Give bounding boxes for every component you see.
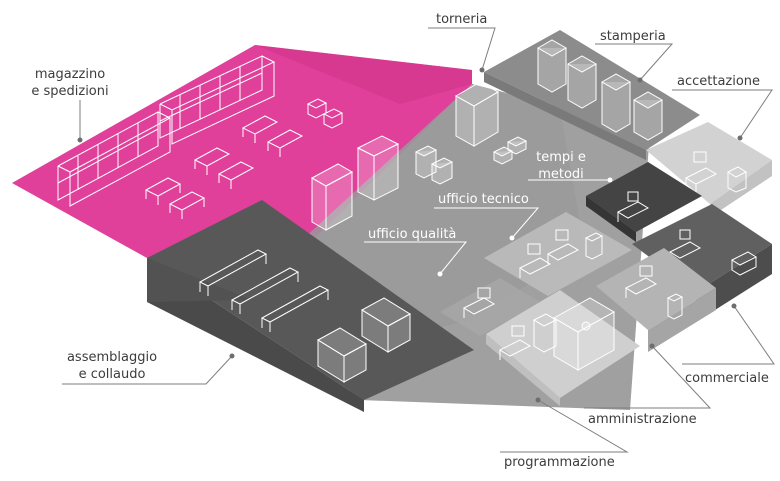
zone-ufficio-qualita [440,278,540,336]
label-ufficio-tecnico: ufficio tecnico [438,192,529,207]
label-accettazione: accettazione [677,74,761,89]
label-tempi-metodi: tempi e metodi [536,150,586,182]
zone-stamperia [484,30,700,160]
desk-icon [668,229,758,276]
label-torneria: torneria [436,12,488,27]
press-icon [536,39,664,141]
cnc-machine-icon [310,81,528,231]
zone-amministrazione [596,248,716,352]
zone-accettazione [646,122,772,216]
desk-icon [624,265,684,320]
zone-assemblaggio [147,200,474,412]
workbench-icon [144,98,344,219]
zone-programmazione [486,290,640,406]
desk-icon [518,229,604,278]
label-magazzino: magazzino e spedizioni [31,67,109,99]
desk-icon [462,287,496,318]
zone-tempi-metodi [586,162,702,242]
shelving-icon [57,55,276,207]
label-programmazione: programmazione [504,455,615,470]
label-stamperia: stamperia [600,29,666,44]
zone-magazzino [12,45,472,300]
label-ufficio-qualita: ufficio qualità [368,227,457,242]
label-commerciale: commerciale [685,371,769,386]
zone-ufficio-tecnico [484,212,632,296]
test-rig-icon [317,297,411,383]
leader-lines [62,27,775,453]
label-assemblaggio: assemblaggio e collaudo [66,350,158,382]
desk-icon [498,313,558,360]
plotter-icon [552,297,616,371]
assembly-bench-icon [198,249,330,332]
desk-icon [616,191,650,222]
label-amministrazione: amministrazione [588,412,697,427]
